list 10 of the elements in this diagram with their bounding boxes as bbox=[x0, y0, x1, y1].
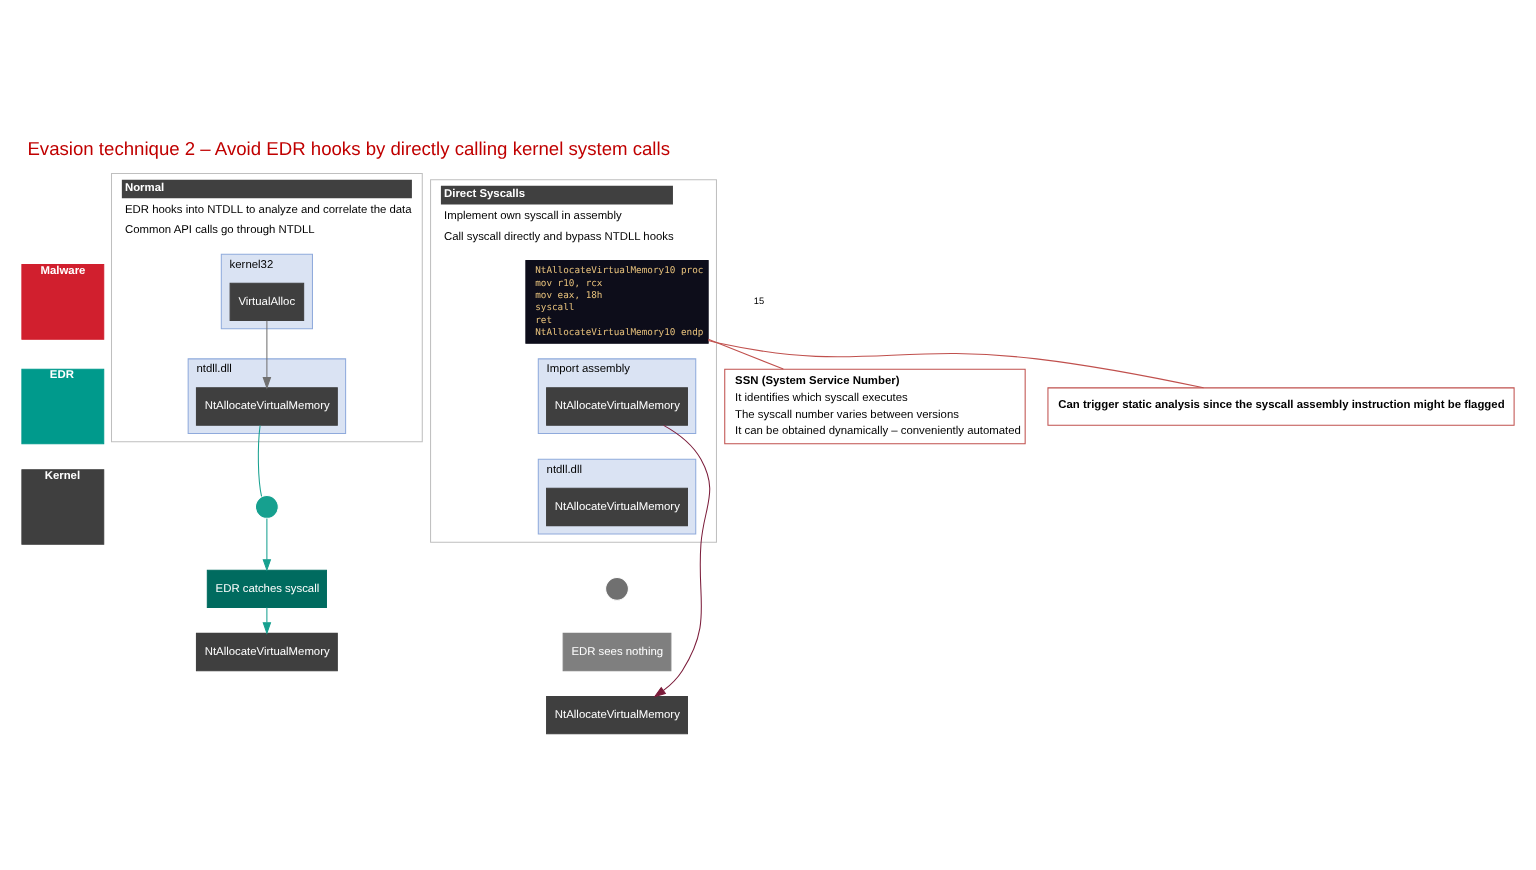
connector bbox=[257, 425, 263, 497]
node-circle bbox=[254, 495, 279, 519]
connector bbox=[707, 340, 1205, 389]
connector bbox=[707, 338, 784, 370]
diagram-title: Evasion technique 2 – Avoid EDR hooks by directly calling kernel system calls bbox=[27, 139, 670, 160]
arrow bbox=[653, 424, 711, 698]
arrow bbox=[262, 320, 272, 390]
arrow bbox=[262, 517, 272, 572]
arrow bbox=[262, 607, 272, 635]
node-circle bbox=[605, 576, 629, 601]
